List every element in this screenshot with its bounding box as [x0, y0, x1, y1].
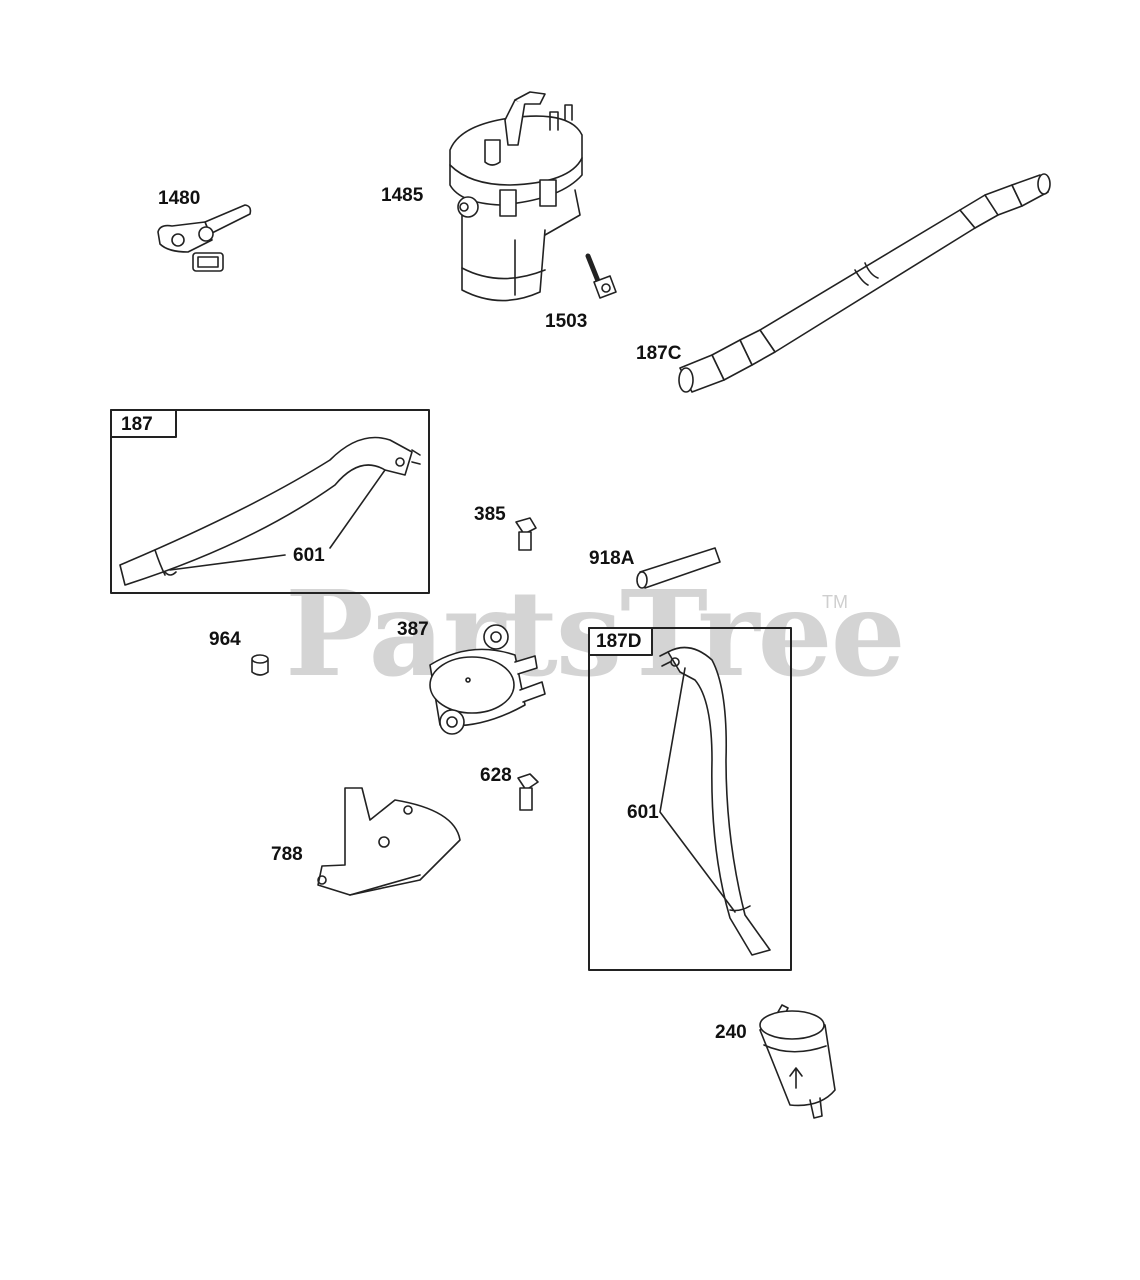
- part-385-drawing[interactable]: [515, 517, 537, 551]
- box-187-callout-601[interactable]: 601: [293, 545, 325, 566]
- part-240-drawing[interactable]: [759, 1004, 836, 1119]
- box-187-leader-2: [169, 554, 286, 571]
- part-964-label[interactable]: 964: [209, 629, 241, 650]
- part-387-label[interactable]: 387: [397, 619, 429, 640]
- part-918A-label[interactable]: 918A: [589, 548, 635, 569]
- box-187D-leaders: [659, 667, 736, 913]
- box-187-title[interactable]: 187: [121, 414, 153, 435]
- part-788-drawing[interactable]: [317, 787, 461, 896]
- part-788-label[interactable]: 788: [271, 844, 303, 865]
- hose-187-drawing[interactable]: [119, 436, 421, 586]
- part-1485-label[interactable]: 1485: [381, 185, 424, 206]
- part-628-drawing[interactable]: [517, 773, 539, 811]
- box-187-title-tab: [110, 409, 177, 438]
- watermark-trademark: TM: [822, 592, 848, 612]
- part-1480-drawing[interactable]: [157, 204, 252, 272]
- part-1485-drawing[interactable]: [449, 91, 583, 302]
- part-964-drawing[interactable]: [251, 654, 269, 676]
- part-628-label[interactable]: 628: [480, 765, 512, 786]
- box-187D-callout-601[interactable]: 601: [627, 802, 659, 823]
- box-187D: [588, 627, 792, 971]
- part-1480-label[interactable]: 1480: [158, 188, 201, 209]
- box-187: [110, 409, 430, 594]
- part-387-drawing[interactable]: [429, 624, 546, 735]
- part-187C-drawing[interactable]: [678, 173, 1051, 393]
- hose-187D-drawing[interactable]: [659, 646, 771, 956]
- box-187D-title-tab: [588, 627, 653, 656]
- part-1503-label[interactable]: 1503: [545, 311, 588, 332]
- part-187C-label[interactable]: 187C: [636, 343, 682, 364]
- box-187-leader-1: [329, 469, 386, 549]
- part-1503-drawing[interactable]: [585, 253, 617, 299]
- part-240-label[interactable]: 240: [715, 1022, 747, 1043]
- part-918A-drawing[interactable]: [636, 547, 721, 589]
- part-385-label[interactable]: 385: [474, 504, 506, 525]
- box-187D-title[interactable]: 187D: [596, 631, 642, 652]
